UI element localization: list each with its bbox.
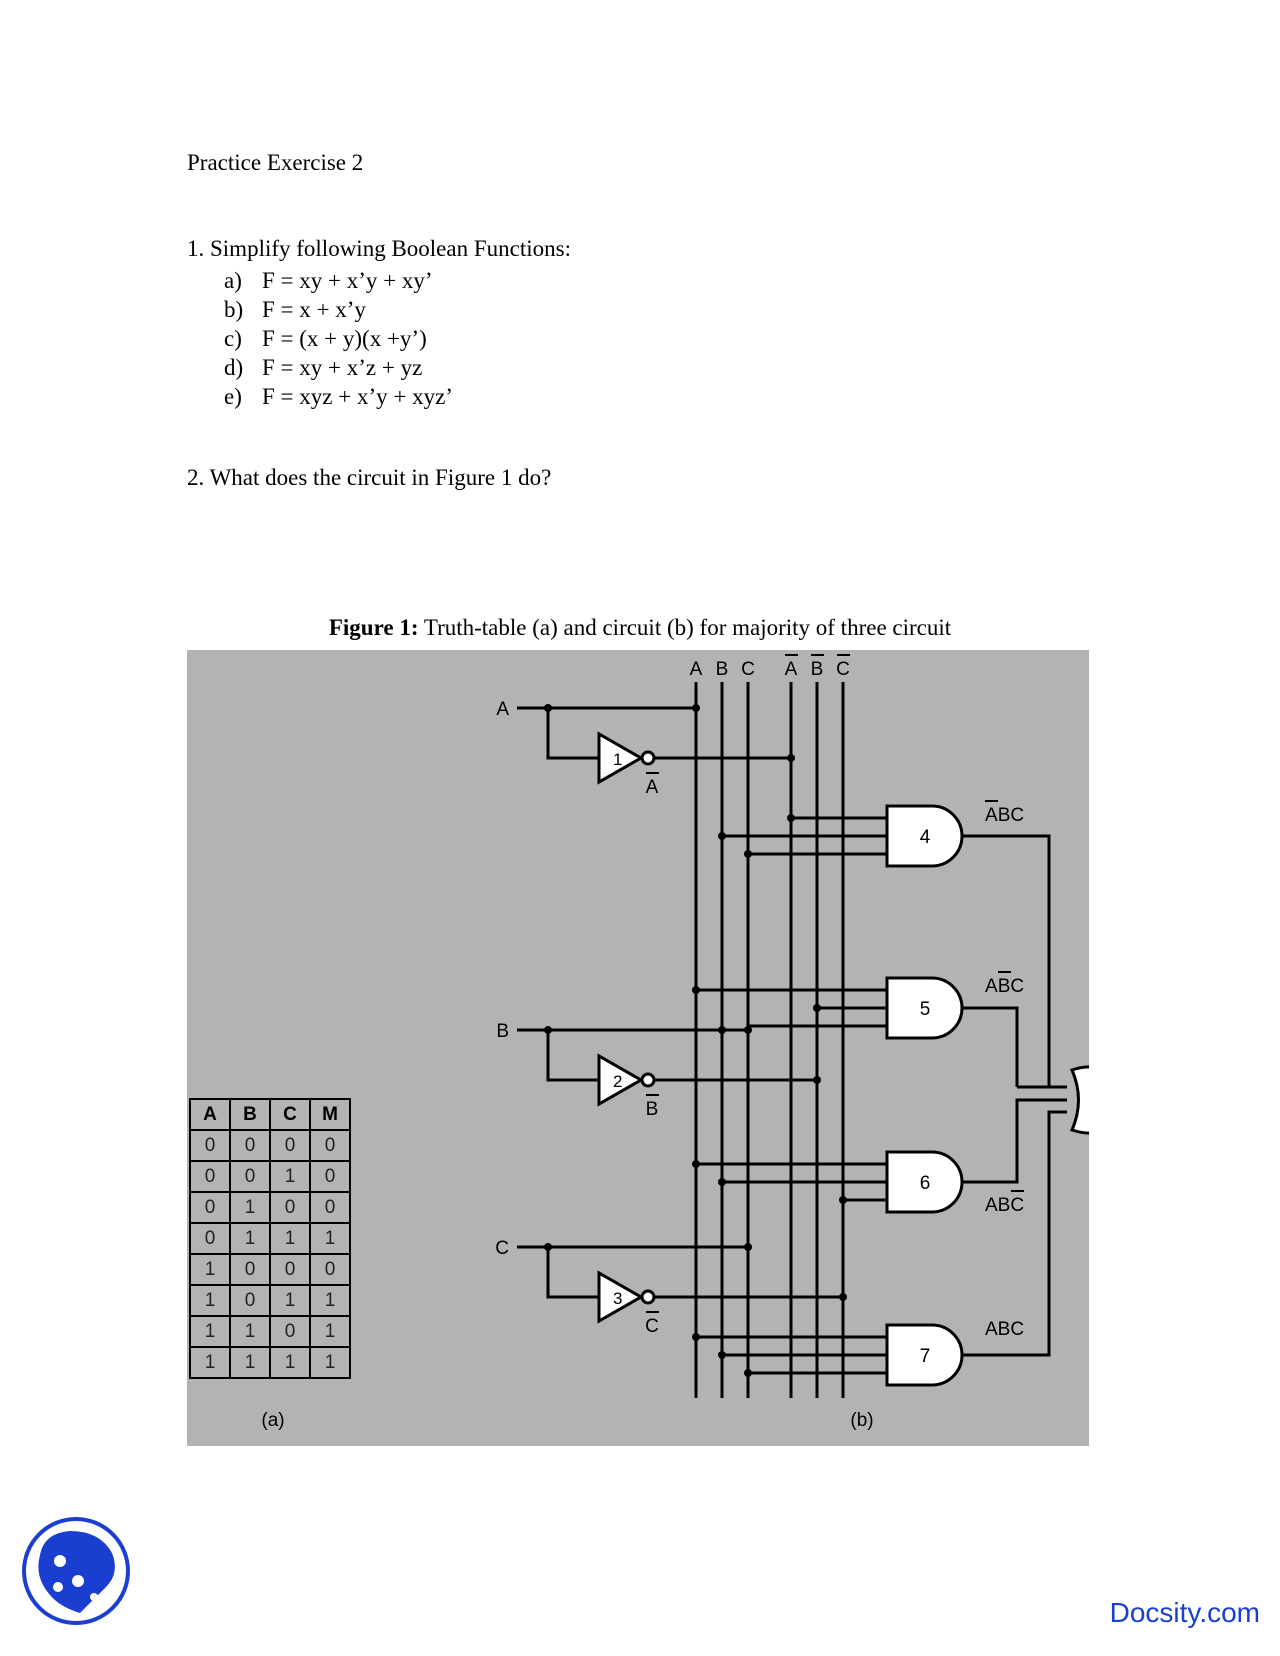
inverter-number: 2 [613,1072,622,1091]
bus-label: A [785,659,798,680]
subfigure-label-b: (b) [850,1410,873,1431]
and-gate-5 [885,976,964,1040]
question-1: 1. Simplify following Boolean Functions: [187,236,571,261]
gate-output-label: ABC [985,1319,1024,1340]
bus-label: A [690,659,703,680]
column-header: C [269,1098,311,1131]
column-header: A [189,1098,231,1131]
bus-label: C [836,659,850,680]
table-header-row: A B C M [189,1098,351,1131]
figure-1: A B C A B C A B C 1 2 3 A B C 4 5 6 7 AB… [187,650,1089,1446]
bus-label: C [741,659,755,680]
gate-output-label: ABC [985,805,1024,826]
column-header: M [309,1098,351,1131]
function-list: a)F = xy + x’y + xy’ b)F = x + x’y c)F =… [224,266,453,411]
input-label-b: B [496,1021,509,1042]
and-gate-4 [885,804,964,868]
and-gate-6 [885,1150,964,1214]
or-gate [1069,1065,1089,1135]
gate-number: 4 [920,827,931,848]
list-item: c)F = (x + y)(x +y’) [224,326,427,351]
input-label-c: C [495,1238,509,1259]
gate-output-label: ABC [985,976,1024,997]
inverter-output-label: B [646,1099,659,1120]
gate-output-label: ABC [985,1195,1024,1216]
list-item: e)F = xyz + x’y + xyz’ [224,384,453,409]
circuit-diagram: A B C A B C A B C 1 2 3 A B C 4 5 6 7 AB… [261,654,1089,1431]
and-gate-7 [885,1323,964,1387]
inverter-number: 3 [613,1289,622,1308]
question-2: 2. What does the circuit in Figure 1 do? [187,465,552,490]
gate-number: 6 [920,1173,931,1194]
inverter-3 [597,1270,645,1324]
inverter-output-label: C [645,1316,659,1337]
subfigure-label-a: (a) [261,1410,284,1431]
docsity-link[interactable]: Docsity.com [1109,1597,1260,1628]
figure-caption: Figure 1: Truth-table (a) and circuit (b… [328,615,952,640]
list-item: a)F = xy + x’y + xy’ [224,268,433,293]
list-item: b)F = x + x’y [224,297,366,322]
docsity-logo-icon[interactable] [20,1515,132,1627]
gate-number: 5 [920,999,931,1020]
bus-label: B [811,659,824,680]
input-label-a: A [496,699,509,720]
column-header: B [229,1098,271,1131]
gate-number: 7 [920,1346,931,1367]
inverter-number: 1 [613,750,622,769]
page-title: Practice Exercise 2 [187,150,364,175]
inverter-output-label: A [646,777,659,798]
inverter-2 [597,1053,645,1107]
inverter-1 [597,731,645,785]
bus-label: B [716,659,729,680]
list-item: d)F = xy + x’z + yz [224,355,423,380]
